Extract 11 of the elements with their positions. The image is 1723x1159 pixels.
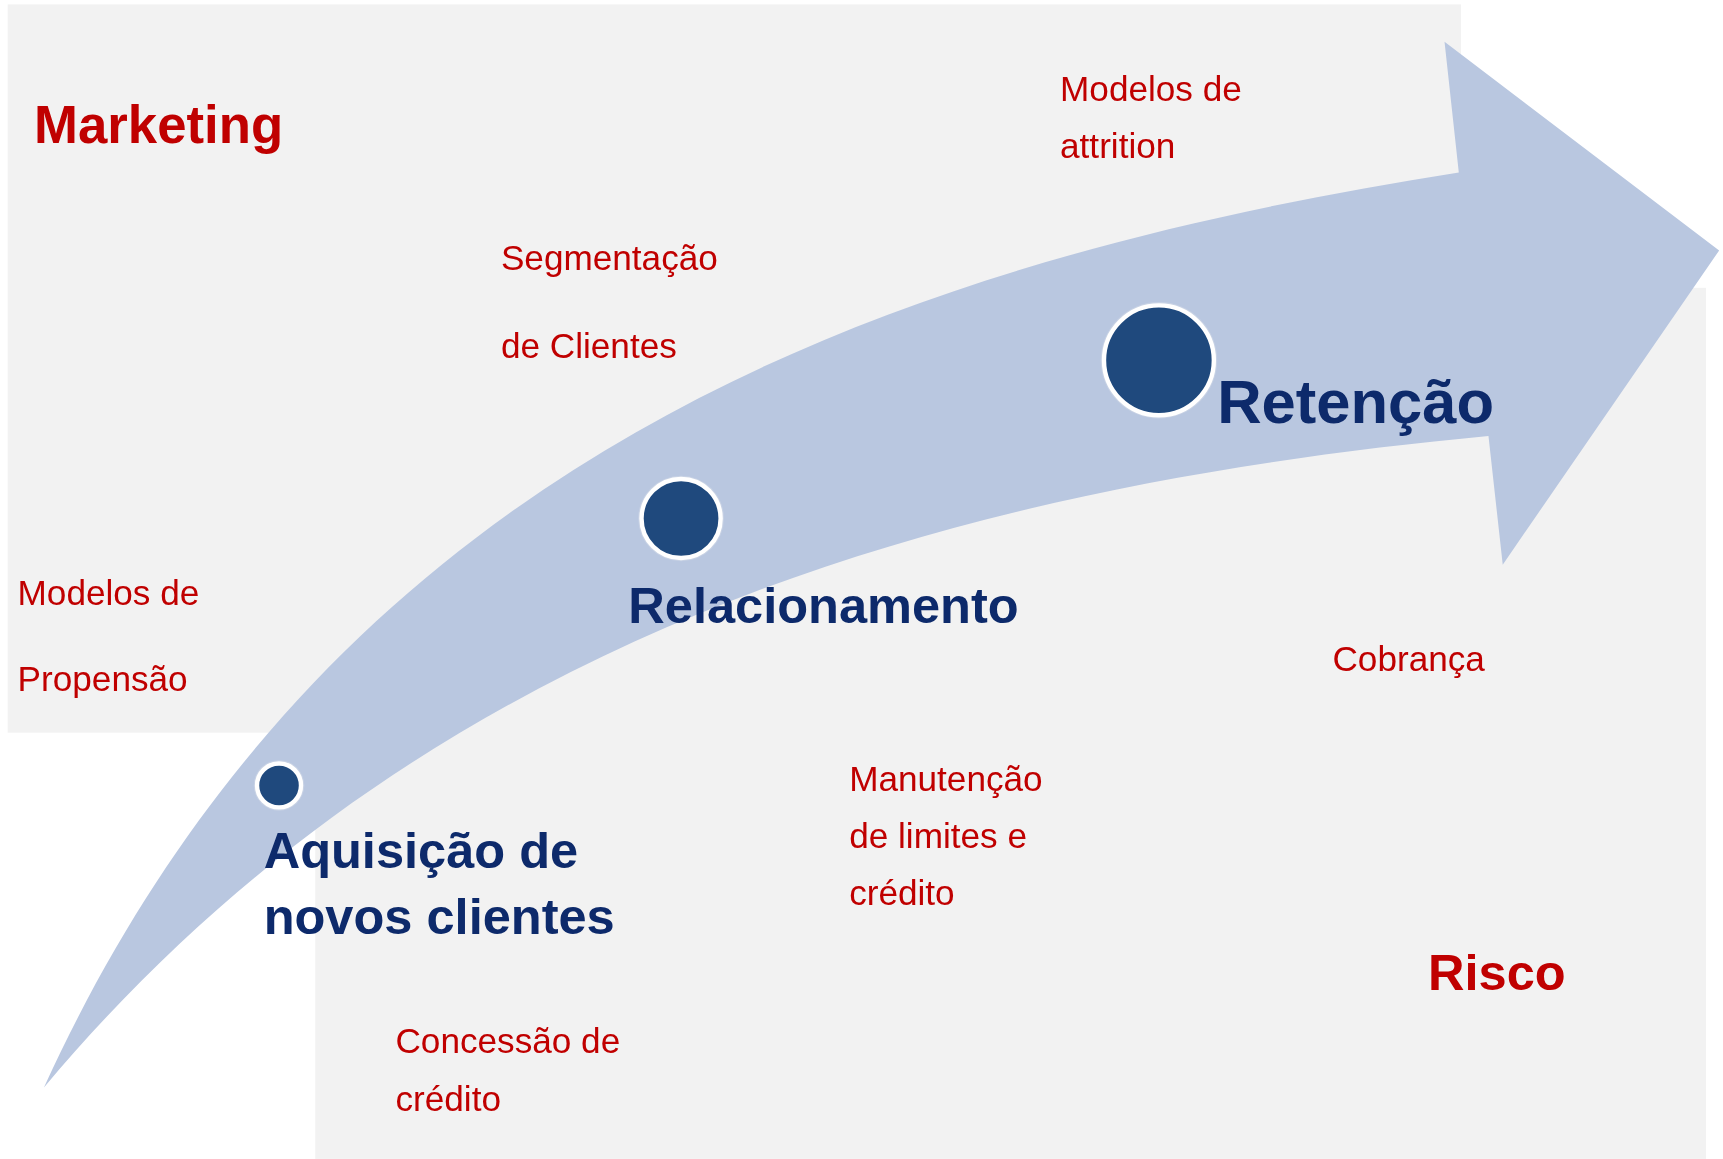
topic-label: Segmentação de Clientes	[500, 237, 719, 368]
topic-label: Cobrança	[1332, 638, 1486, 681]
topic-label: Concessão de crédito	[395, 1020, 622, 1121]
stage-label: Aquisição de novos clientes	[263, 820, 616, 947]
stage-label: Relacionamento	[628, 575, 1020, 636]
panel-title: Risco	[1428, 942, 1566, 1002]
topic-label: Modelos de Propensão	[17, 572, 201, 701]
stage-label: Retenção	[1217, 365, 1496, 439]
topic-label: Manutenção de limites e crédito	[849, 758, 1044, 915]
topic-label: Modelos de attrition	[1060, 68, 1243, 168]
panel-title: Marketing	[34, 94, 284, 155]
